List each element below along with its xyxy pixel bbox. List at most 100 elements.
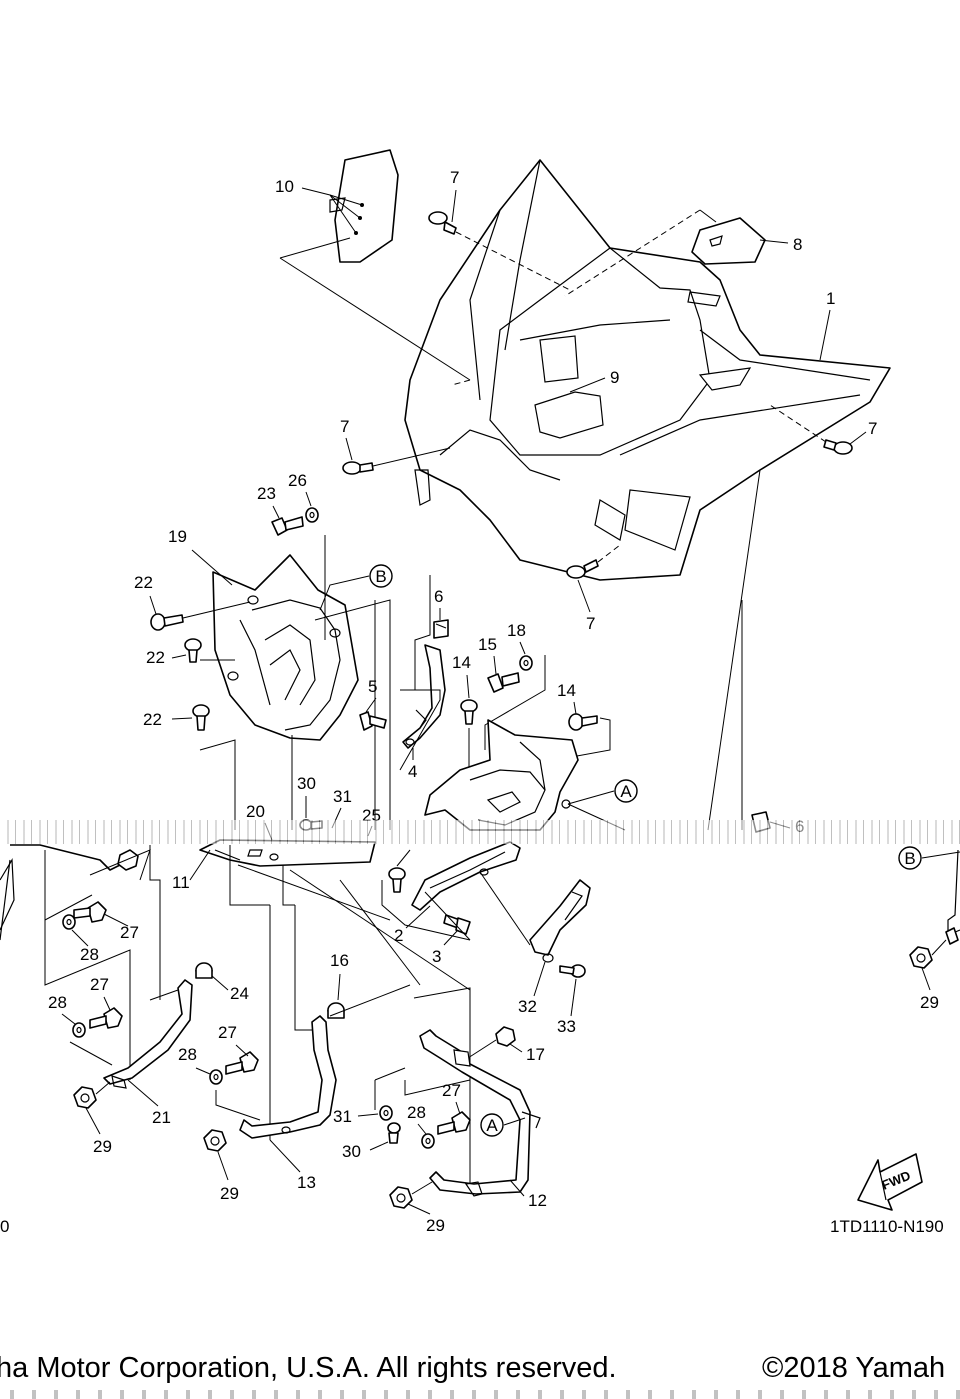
- screw-panel: [388, 867, 406, 893]
- callout-31-upper: 31: [333, 787, 352, 806]
- callout-2: 2: [394, 926, 403, 945]
- washer-28-a: [62, 914, 76, 930]
- callout-22-b: 22: [146, 648, 165, 667]
- callout-3: 3: [432, 947, 441, 966]
- callout-29-d: 29: [920, 993, 939, 1012]
- callout-29-b: 29: [220, 1184, 239, 1203]
- bolt-27-c: [225, 1051, 259, 1075]
- fwd-direction-arrow: FWD: [857, 1153, 923, 1211]
- callout-7-right: 7: [868, 419, 877, 438]
- callout-27-d: 27: [442, 1081, 461, 1100]
- callout-11: 11: [172, 873, 190, 892]
- ref-marker-b-lower: B: [898, 846, 922, 870]
- screw-30-lower: [387, 1122, 401, 1144]
- bracket-6-upper: [433, 619, 449, 639]
- callout-28-c: 28: [178, 1045, 197, 1064]
- callout-27-c: 27: [218, 1023, 237, 1042]
- callout-21: 21: [152, 1108, 171, 1127]
- bracket-part-32: [529, 879, 591, 963]
- svg-text:B: B: [375, 567, 386, 586]
- callout-16: 16: [330, 951, 349, 970]
- callout-26: 26: [288, 471, 307, 490]
- callout-28-b: 28: [48, 993, 67, 1012]
- stay-part-13: [239, 1015, 337, 1139]
- svg-text:A: A: [486, 1116, 498, 1135]
- callout-14-b: 14: [557, 681, 576, 700]
- washer-28-d: [421, 1133, 435, 1149]
- ref-marker-a-lower: A: [480, 1113, 504, 1137]
- callout-15: 15: [478, 635, 497, 654]
- callout-10: 10: [275, 177, 294, 196]
- nut-upper-left: [117, 849, 139, 871]
- scan-artifact-band: [0, 820, 960, 844]
- ref-marker-b-upper: B: [369, 564, 393, 588]
- callout-18: 18: [507, 621, 526, 640]
- decal-part-8: [691, 217, 766, 265]
- washer-28-c: [209, 1069, 223, 1085]
- callout-27-a: 27: [120, 923, 139, 942]
- diagram-code: 1TD1110-N190: [830, 1217, 944, 1236]
- ref-marker-a-upper: A: [614, 779, 638, 803]
- callout-7-left: 7: [340, 417, 349, 436]
- nut-17: [495, 1026, 516, 1047]
- side-cover-part-19: [212, 554, 359, 741]
- callout-19: 19: [168, 527, 187, 546]
- callout-7-bottom: 7: [586, 614, 595, 633]
- callout-14-a: 14: [452, 653, 471, 672]
- stay-part-21: [103, 979, 193, 1089]
- scan-artifact-band-bottom: [0, 1390, 960, 1399]
- callout-8: 8: [793, 235, 802, 254]
- rivet-7-left: [342, 461, 374, 475]
- rivet-7-right: [823, 439, 853, 455]
- callout-30-lower: 30: [342, 1142, 361, 1161]
- collar-24: [195, 962, 213, 979]
- callout-29-c: 29: [426, 1216, 445, 1235]
- callout-32: 32: [518, 997, 537, 1016]
- guard-part: [424, 719, 579, 831]
- callout-12: 12: [528, 1191, 547, 1210]
- nut-29-a: [73, 1086, 97, 1109]
- callout-1: 1: [826, 289, 835, 308]
- callout-7-top: 7: [450, 168, 459, 187]
- stay-part-2: [411, 841, 521, 911]
- nut-29-d: [909, 946, 933, 969]
- screw-22-b: [184, 638, 202, 663]
- copyright-right-text: ©2018 Yamah: [762, 1352, 946, 1384]
- callout-30-upper: 30: [297, 774, 316, 793]
- svg-text:B: B: [904, 849, 915, 868]
- callout-22-a: 22: [134, 573, 153, 592]
- rivet-7-bottom: [566, 559, 599, 579]
- callout-33: 33: [557, 1017, 576, 1036]
- svg-text:A: A: [620, 782, 632, 801]
- callout-28-d: 28: [407, 1103, 426, 1122]
- callout-6-upper: 6: [434, 587, 443, 606]
- washer-18: [519, 655, 533, 671]
- bolt-27-b: [89, 1007, 123, 1029]
- callout-4: 4: [408, 762, 417, 781]
- callout-31-lower: 31: [333, 1107, 352, 1126]
- callout-28-a: 28: [80, 945, 99, 964]
- stay-part-12: [419, 1029, 541, 1197]
- callout-13: 13: [297, 1173, 316, 1192]
- bolt-23: [271, 516, 304, 536]
- left-edge-fragment: 0: [0, 1217, 10, 1236]
- callout-9: 9: [610, 368, 619, 387]
- bolt-27-d: [437, 1111, 471, 1135]
- rivet-7-top: [428, 211, 457, 235]
- screw-5: [359, 711, 387, 731]
- screw-22-a: [150, 613, 184, 631]
- screw-14-a: [460, 699, 478, 725]
- callout-24: 24: [230, 984, 249, 1003]
- decal-part-10: [329, 149, 399, 263]
- washer-26: [305, 507, 319, 523]
- bolt-27-a: [73, 901, 107, 923]
- callout-23: 23: [257, 484, 276, 503]
- bolt-15: [487, 672, 520, 693]
- callout-17: 17: [526, 1045, 545, 1064]
- bracket-right-edge: [945, 849, 960, 945]
- callout-27-b: 27: [90, 975, 109, 994]
- callout-29-a: 29: [93, 1137, 112, 1156]
- callout-22-c: 22: [143, 710, 162, 729]
- callout-20: 20: [246, 802, 265, 821]
